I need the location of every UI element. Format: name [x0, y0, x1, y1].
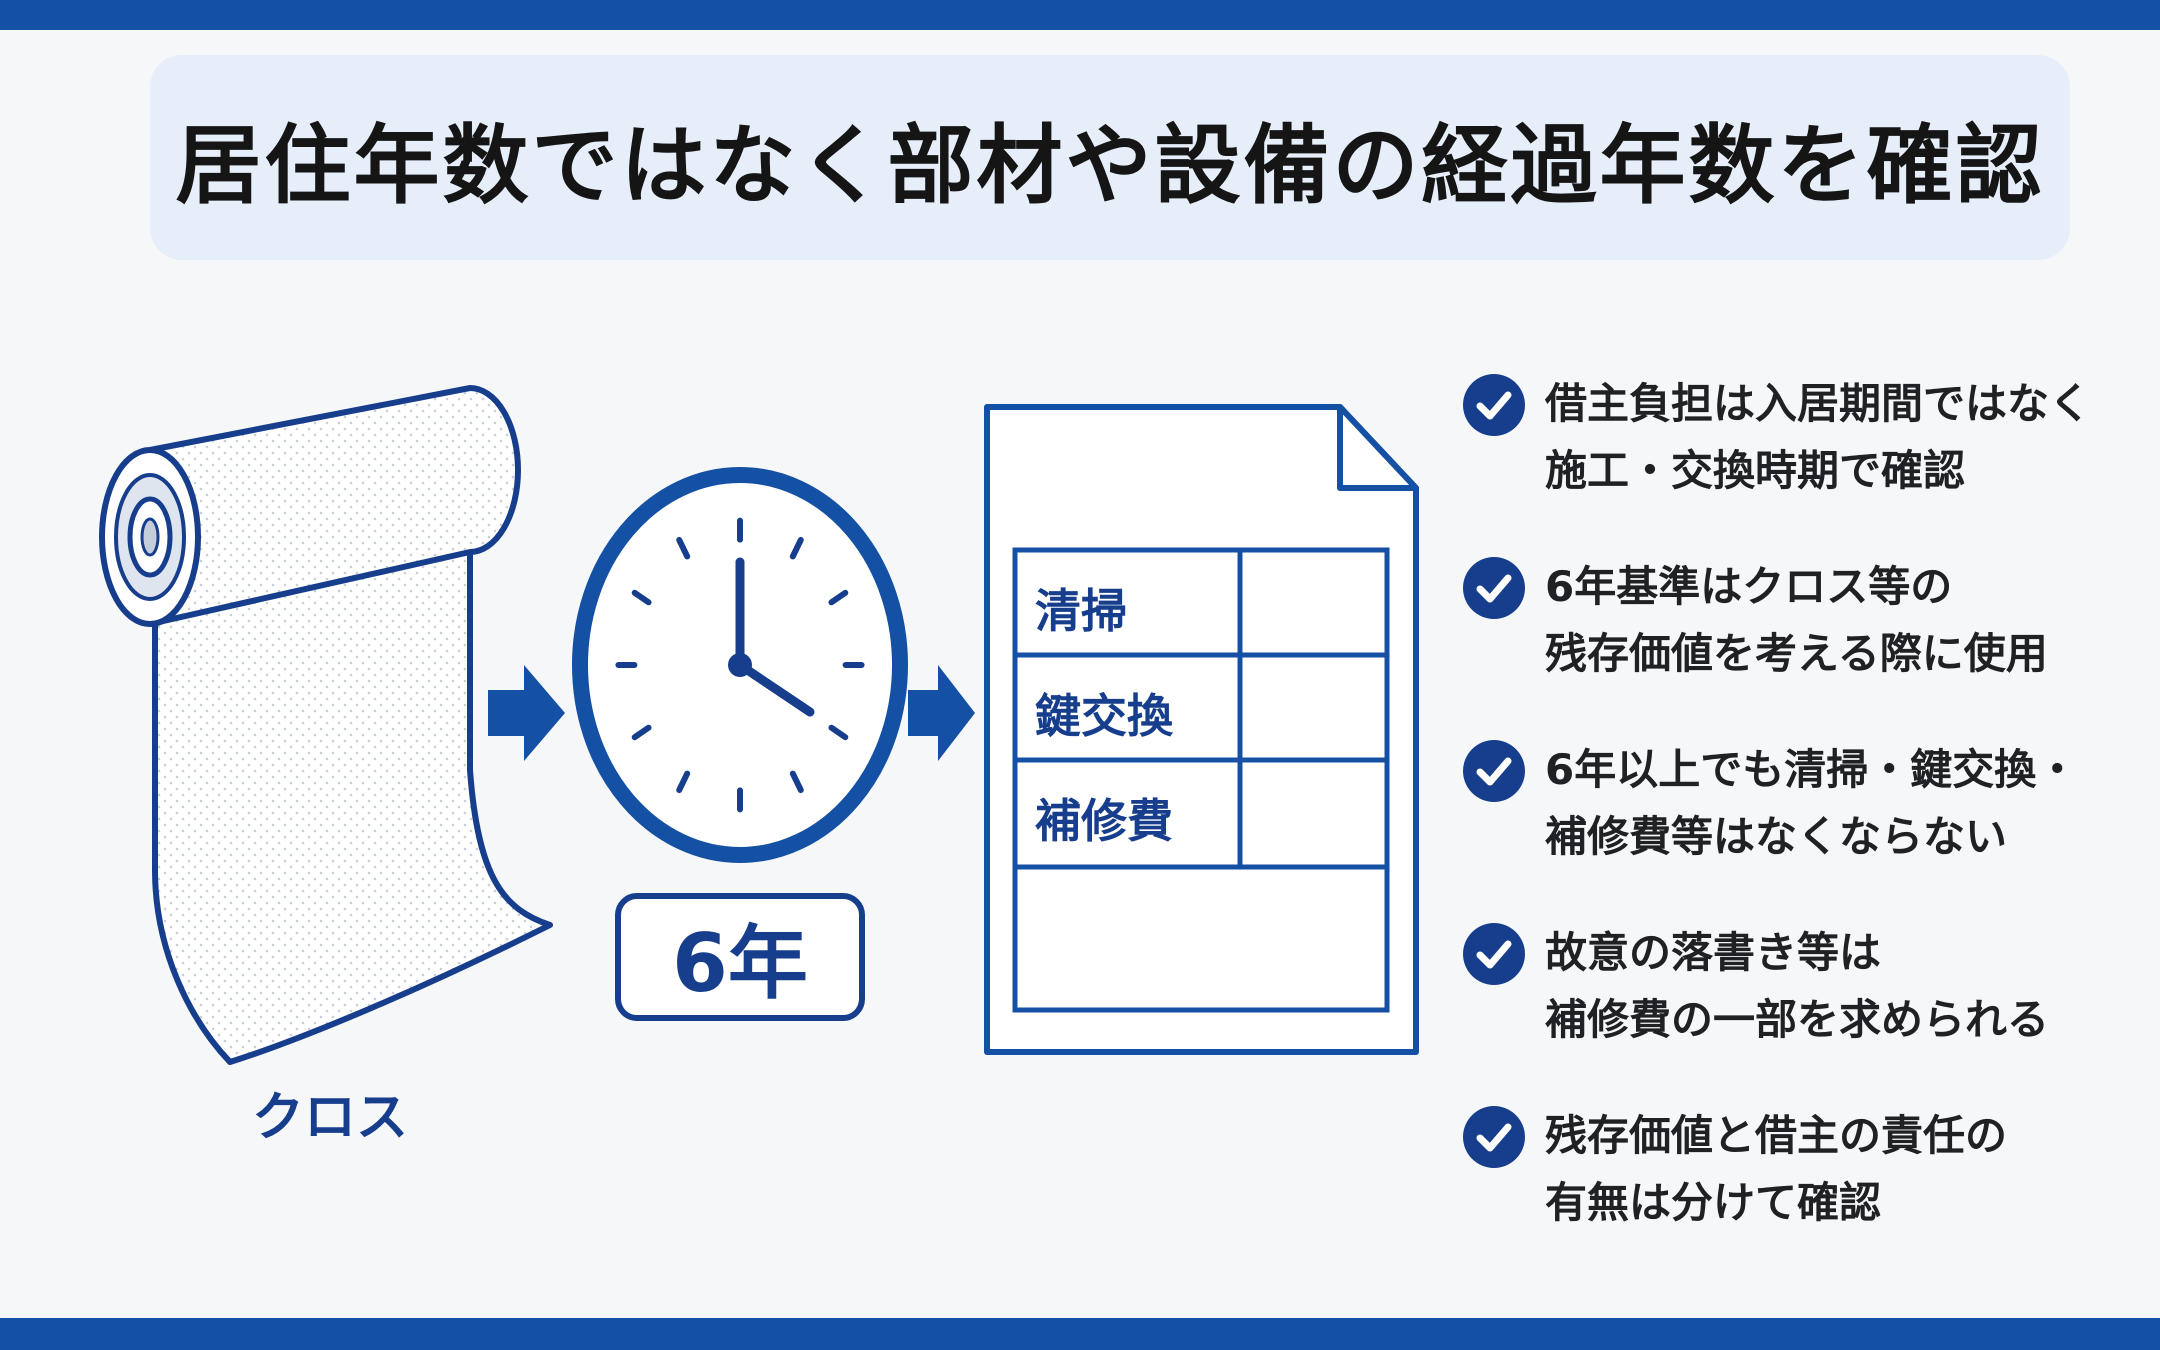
checklist-text-line2: 施工・交換時期で確認: [1545, 446, 1966, 495]
checklist-text-line2: 有無は分けて確認: [1545, 1178, 1882, 1227]
year-label: 6年: [672, 917, 808, 1010]
checklist-text-line2: 残存価値を考える際に使用: [1545, 629, 2048, 678]
arrow-right-icon: [908, 665, 975, 761]
page-title: 居住年数ではなく部材や設備の経過年数を確認: [175, 116, 2045, 216]
clock-tick: [631, 589, 652, 606]
checklist-item: 借主負担は入居期間ではなく 施工・交換時期で確認: [1463, 370, 2143, 553]
checklist-item: 残存価値と借主の責任の 有無は分けて確認: [1463, 1102, 2143, 1285]
clock-tick: [828, 724, 849, 741]
checklist-item: 故意の落書き等は 補修費の一部を求められる: [1463, 919, 2143, 1102]
clock-tick: [631, 724, 652, 741]
clock-tick: [676, 536, 691, 560]
checkmark-icon: [1463, 557, 1525, 619]
bottom-accent-bar: [0, 1318, 2160, 1350]
checklist-item: 6年以上でも清掃・鍵交換・ 補修費等はなくならない: [1463, 736, 2143, 919]
checklist-text-line1: 6年以上でも清掃・鍵交換・: [1545, 745, 2079, 794]
document-icon: [984, 404, 1419, 1055]
wallpaper-label: クロス: [251, 1088, 408, 1148]
arrow-right-icon: [488, 665, 565, 761]
checkmark-icon: [1463, 1106, 1525, 1168]
document-row-repair-cost: 補修費: [1035, 794, 1173, 848]
clock-tick: [676, 770, 691, 794]
top-accent-bar: [0, 0, 2160, 30]
document-row-cleaning: 清掃: [1035, 584, 1127, 638]
checklist-text-line1: 6年基準はクロス等の: [1545, 562, 1953, 611]
checklist-text-line1: 借主負担は入居期間ではなく: [1545, 379, 2092, 428]
checklist-text-line2: 補修費の一部を求められる: [1545, 995, 2050, 1044]
checklist-text-line2: 補修費等はなくならない: [1545, 812, 2008, 861]
checklist: 借主負担は入居期間ではなく 施工・交換時期で確認 6年基準はクロス等の 残存価値…: [1463, 370, 2143, 1285]
checkmark-icon: [1463, 740, 1525, 802]
checklist-item: 6年基準はクロス等の 残存価値を考える際に使用: [1463, 553, 2143, 736]
clock-tick: [789, 770, 804, 794]
checkmark-icon: [1463, 923, 1525, 985]
title-banner: 居住年数ではなく部材や設備の経過年数を確認: [150, 55, 2070, 260]
checkmark-icon: [1463, 374, 1525, 436]
clock-tick: [828, 589, 849, 606]
checklist-text-line1: 残存価値と借主の責任の: [1545, 1111, 2008, 1160]
clock-icon: [572, 467, 908, 863]
year-badge: 6年: [615, 893, 865, 1021]
clock-tick: [789, 536, 804, 560]
wallpaper-roll-icon: [99, 385, 553, 1065]
checklist-text-line1: 故意の落書き等は: [1545, 928, 1882, 977]
document-row-key-exchange: 鍵交換: [1035, 689, 1173, 743]
